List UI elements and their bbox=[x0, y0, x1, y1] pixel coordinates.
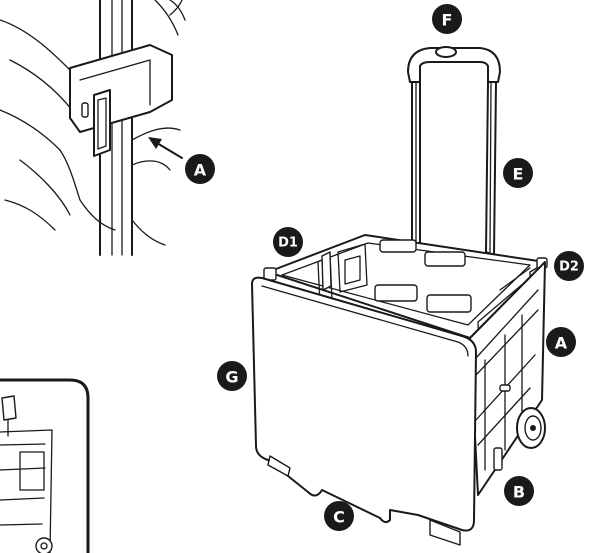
basket bbox=[263, 234, 548, 373]
cart-illustration bbox=[251, 46, 548, 546]
latch-detail bbox=[0, 0, 186, 256]
inset-view bbox=[0, 378, 90, 553]
callout-handle-top: F bbox=[432, 4, 462, 34]
callout-handle-shaft: E bbox=[503, 158, 533, 188]
telescopic-handle bbox=[407, 46, 501, 256]
svg-text:E: E bbox=[513, 165, 524, 184]
callout-detail-a: A bbox=[185, 154, 215, 184]
svg-text:D1: D1 bbox=[278, 236, 298, 251]
side-panel bbox=[469, 261, 546, 496]
svg-text:A: A bbox=[194, 161, 207, 180]
svg-text:C: C bbox=[333, 508, 345, 527]
svg-text:B: B bbox=[513, 483, 525, 502]
svg-text:G: G bbox=[225, 368, 238, 387]
callout-bottom: C bbox=[324, 501, 354, 531]
svg-text:F: F bbox=[442, 11, 453, 30]
callout-side-a: A bbox=[546, 327, 576, 357]
callout-front-panel: G bbox=[217, 361, 247, 391]
front-panel bbox=[251, 276, 477, 546]
svg-text:D2: D2 bbox=[559, 260, 579, 275]
callout-wheel: B bbox=[504, 476, 534, 506]
callout-corner-left: D1 bbox=[273, 227, 303, 257]
wheel bbox=[516, 407, 546, 449]
callout-corner-right: D2 bbox=[554, 251, 584, 281]
svg-text:A: A bbox=[555, 334, 568, 353]
